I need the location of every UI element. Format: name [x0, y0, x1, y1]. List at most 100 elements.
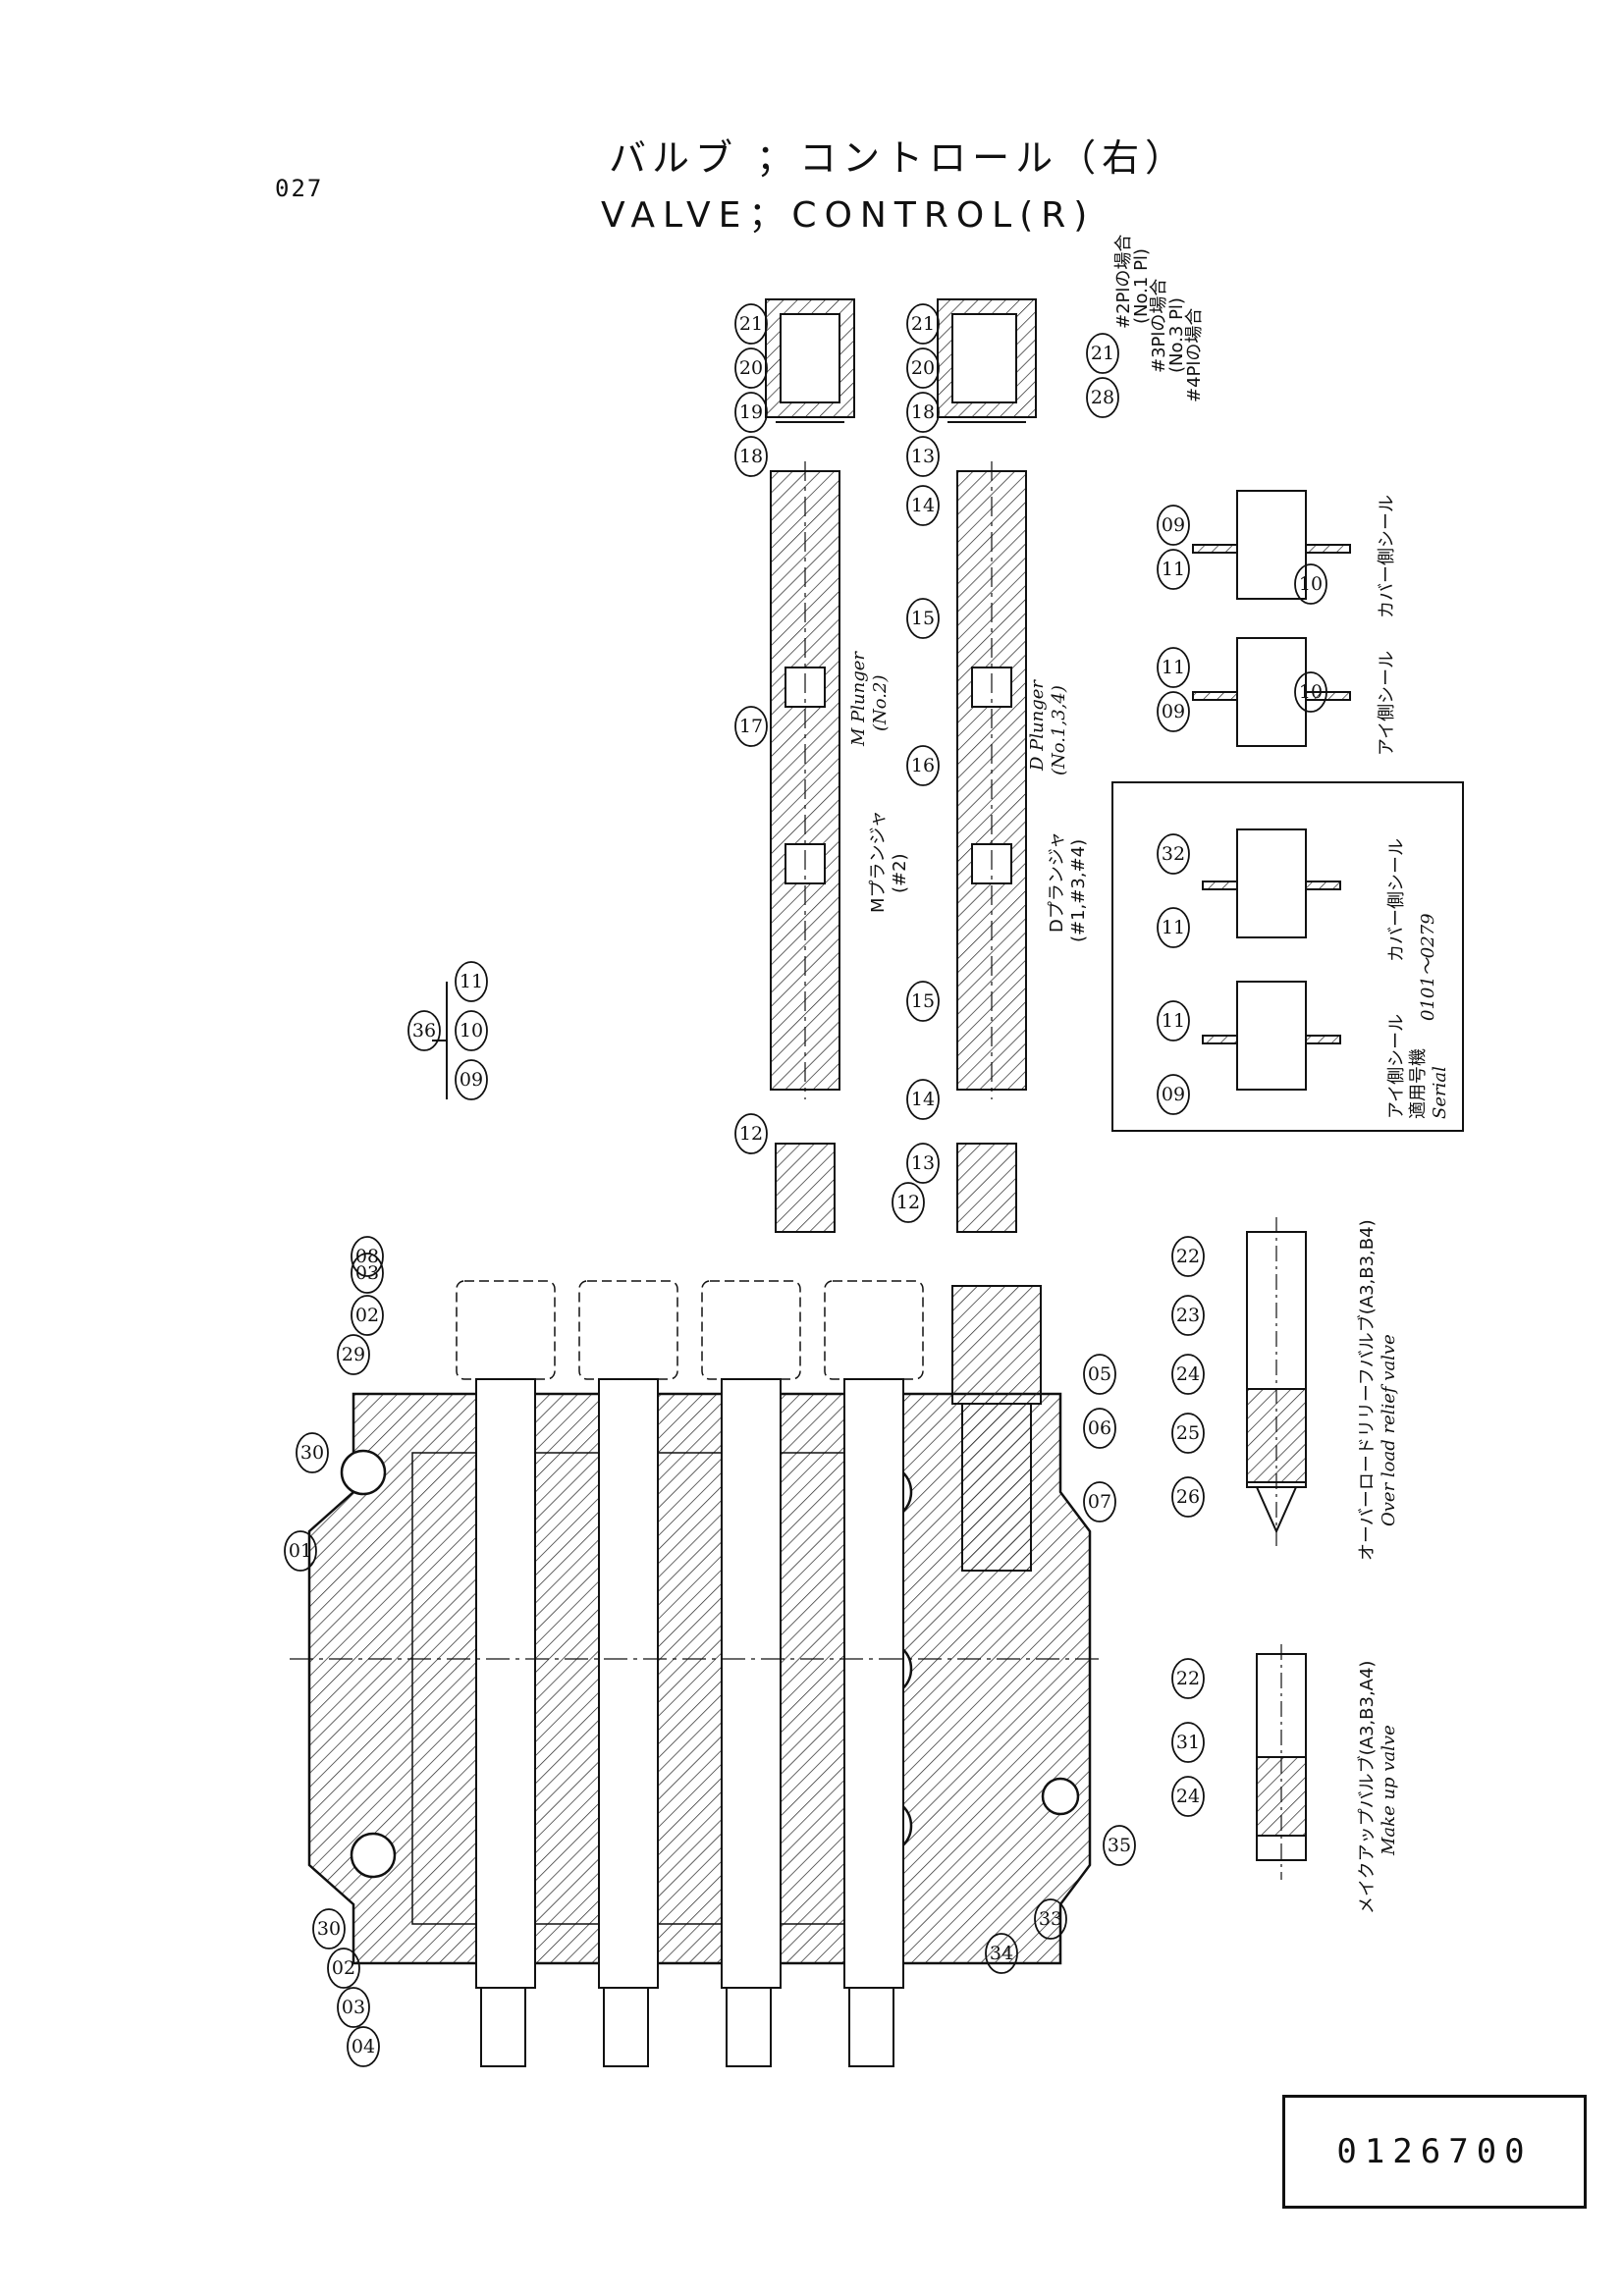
- callout-20b: 20: [911, 357, 935, 379]
- callout-01: 01: [289, 1540, 312, 1562]
- callout-03b: 03: [342, 1997, 365, 2018]
- callout-11c: 11: [1162, 917, 1185, 938]
- callout-09b: 09: [1162, 701, 1185, 722]
- title-japanese: バルブ ；コントロール（右）: [609, 136, 1189, 180]
- callout-11b: 11: [1162, 657, 1185, 678]
- callout-21a: 21: [739, 313, 763, 335]
- overload-relief-en: Over load relief valve: [1379, 1334, 1399, 1526]
- callout-25: 25: [1176, 1422, 1200, 1444]
- spools: [475, 1378, 904, 2067]
- callout-24b: 24: [1176, 1786, 1200, 1807]
- cap-assembly-right: [937, 298, 1037, 423]
- seal-details-boxed: [1202, 828, 1341, 1091]
- callout-28: 28: [1091, 387, 1114, 408]
- d-plunger-en: D Plunger: [1027, 679, 1048, 772]
- callout-06: 06: [1088, 1417, 1111, 1439]
- d-plunger-jp-no: (#1,#3,#4): [1068, 839, 1089, 942]
- callout-23: 23: [1176, 1305, 1200, 1326]
- callout-21b: 21: [911, 313, 935, 335]
- callout-34: 34: [990, 1943, 1013, 1964]
- m-plunger-en: M Plunger: [848, 651, 869, 747]
- callout-05: 05: [1088, 1363, 1111, 1385]
- callout-12a: 12: [739, 1123, 763, 1145]
- plug-12-left: [775, 1143, 836, 1233]
- note-21-no: (No.1 Pl): [1131, 248, 1152, 324]
- callout-26: 26: [1176, 1486, 1200, 1508]
- callout-18a: 18: [739, 446, 763, 467]
- callout-11e: 11: [460, 971, 483, 992]
- callout-16: 16: [911, 755, 935, 776]
- makeup-valve: [1256, 1644, 1307, 1880]
- applicable-serial-en: Serial: [1430, 1066, 1450, 1119]
- callout-29: 29: [342, 1344, 365, 1365]
- page-number: 027: [275, 175, 324, 202]
- callout-19a: 19: [739, 401, 763, 423]
- callout-18b: 18: [911, 401, 935, 423]
- applicable-serial-jp: 適用号機: [1408, 1048, 1429, 1119]
- seal-details-top: [1192, 490, 1351, 747]
- callout-10a: 10: [1299, 573, 1323, 595]
- m-plunger: [770, 461, 840, 1099]
- callout-11d: 11: [1162, 1010, 1185, 1032]
- plug-12-right: [956, 1143, 1017, 1233]
- callout-32: 32: [1162, 843, 1185, 865]
- callout-13a: 13: [911, 446, 935, 467]
- d-plunger-jp: Dプランジャ: [1047, 831, 1067, 933]
- makeup-jp: メイクアップバルブ(A3,B3,A4): [1356, 1661, 1378, 1914]
- callout-22b: 22: [1176, 1668, 1200, 1689]
- cap-assembly-left: [765, 298, 855, 423]
- end-caps-dashed: [456, 1280, 924, 1380]
- note-28-jp: #3Plの場合: [1149, 279, 1169, 373]
- callout-07: 07: [1088, 1491, 1111, 1513]
- note-21-jp: #2Plの場合: [1113, 235, 1134, 329]
- callout-30b: 30: [317, 1918, 341, 1940]
- callout-14b: 14: [911, 1089, 935, 1110]
- callout-03a: 03: [355, 1262, 379, 1284]
- cover-seal-label-2: カバー側シール: [1386, 838, 1407, 962]
- title-english: VALVE；CONTROL(R): [601, 195, 1096, 236]
- doc-number-box: 0126700: [1282, 2095, 1587, 2209]
- callout-11a: 11: [1162, 559, 1185, 580]
- eye-seal-label-2: アイ側シール: [1386, 1014, 1407, 1119]
- callout-14a: 14: [911, 495, 935, 516]
- callout-20a: 20: [739, 357, 763, 379]
- doc-number: 0126700: [1336, 2132, 1533, 2171]
- makeup-en: Make up valve: [1379, 1725, 1399, 1856]
- callout-02b: 02: [332, 1957, 355, 1979]
- d-plunger-en-no: (No.1,3,4): [1049, 685, 1069, 775]
- callout-13b: 13: [911, 1152, 935, 1174]
- callout-09c: 09: [1162, 1084, 1185, 1105]
- callout-30a: 30: [300, 1442, 324, 1464]
- callout-35: 35: [1108, 1835, 1131, 1856]
- callout-02a: 02: [355, 1305, 379, 1326]
- callout-09a: 09: [1162, 514, 1185, 536]
- callout-04: 04: [352, 2036, 375, 2057]
- overload-relief-valve: [1246, 1217, 1307, 1551]
- callout-10b: 10: [1299, 681, 1323, 703]
- callout-08: 08: [355, 1246, 379, 1267]
- callout-31: 31: [1176, 1732, 1200, 1753]
- callout-22a: 22: [1176, 1246, 1200, 1267]
- serial-variant-box: [1111, 781, 1464, 1132]
- callout-36: 36: [412, 1020, 436, 1041]
- m-plunger-jp: Mプランジャ: [868, 810, 889, 913]
- relief-valve-body: [951, 1285, 1042, 1572]
- callout-10c: 10: [460, 1020, 483, 1041]
- m-plunger-jp-no: (#2): [890, 853, 910, 893]
- callout-17: 17: [739, 716, 763, 737]
- note-28-no: (No.3 Pl): [1166, 297, 1187, 373]
- d-plunger: [956, 461, 1027, 1099]
- overload-relief-jp: オーバーロードリリーフバルブ(A3,B3,B4): [1356, 1219, 1378, 1561]
- note-extra: #4Plの場合: [1184, 308, 1205, 402]
- annotations: Mプランジャ (#2) M Plunger (No.2) Dプランジャ (#1,…: [848, 235, 1450, 1914]
- callout-15b: 15: [911, 990, 935, 1012]
- callout-09d: 09: [460, 1069, 483, 1091]
- callout-15a: 15: [911, 608, 935, 629]
- callout-33: 33: [1039, 1908, 1062, 1930]
- callout-21c: 21: [1091, 343, 1114, 364]
- kit-36-bracket: [432, 982, 448, 1099]
- callout-24a: 24: [1176, 1363, 1200, 1385]
- callout-numbers: 21 20 19 18 17 12 21 20 18 13 14 15 16 1…: [289, 313, 1323, 2057]
- m-plunger-en-no: (No.2): [870, 675, 891, 732]
